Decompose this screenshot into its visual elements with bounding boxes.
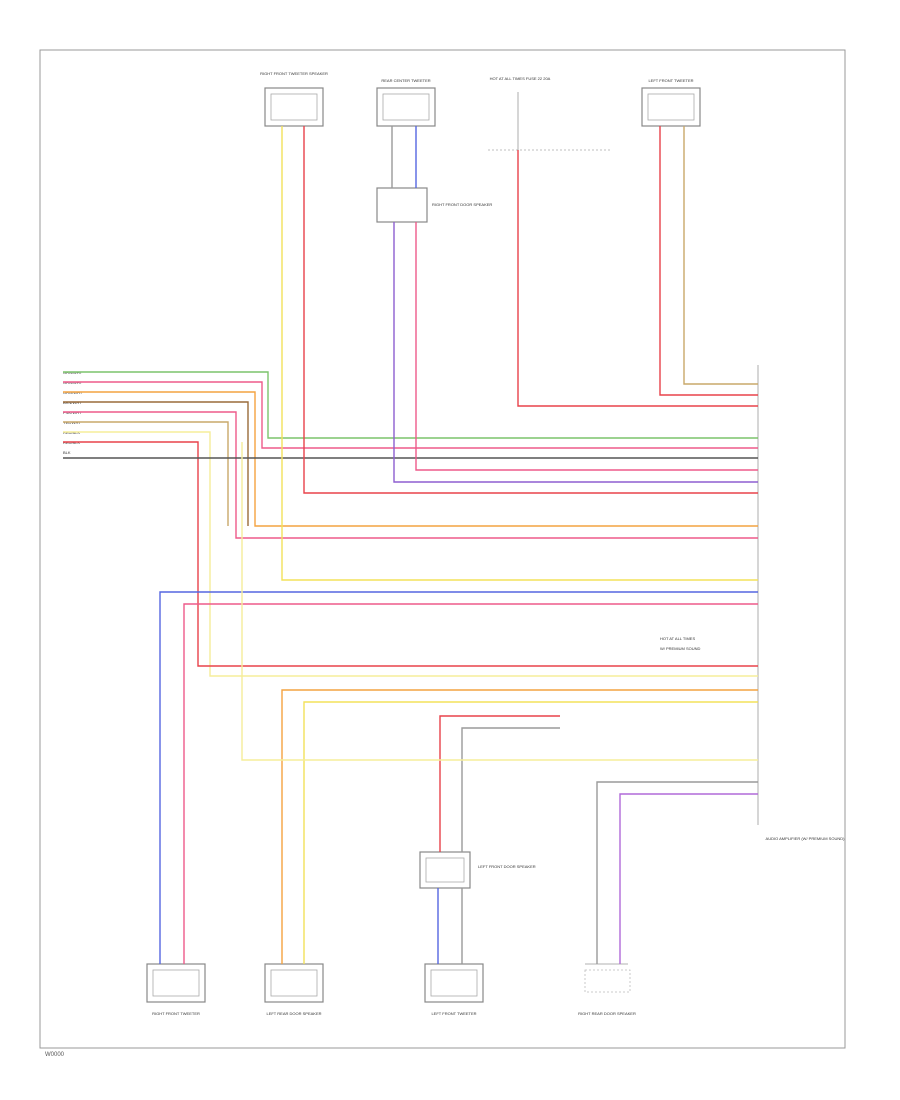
fuse-note: HOT AT ALL TIMES <box>660 636 695 641</box>
wires <box>63 126 758 964</box>
wire-brown-4 <box>63 401 249 526</box>
bottom-1-label: RIGHT FRONT TWEETER <box>152 1011 200 1016</box>
wire-pink-20 <box>183 603 758 964</box>
left-label-9: BLK <box>63 450 71 455</box>
top-4-label: HOT AT ALL TIMES FUSE 22 20A <box>490 76 551 81</box>
wire-lightyellow-7 <box>63 431 758 677</box>
wire-tan-6 <box>63 421 229 526</box>
wire-yellow-10 <box>281 126 758 581</box>
mid-speaker-label: LEFT FRONT DOOR SPEAKER <box>478 864 536 869</box>
bottom-component-1: RIGHT FRONT TWEETER <box>146 963 206 1016</box>
ground-note: W/ PREMIUM SOUND <box>660 646 701 651</box>
wire-gray-24 <box>461 727 560 852</box>
wire-yellow-22 <box>303 701 758 964</box>
bottom-4-label: RIGHT REAR DOOR SPEAKER <box>578 1011 636 1016</box>
top-component-1: RIGHT FRONT TWEETER SPEAKER <box>260 71 328 127</box>
top-component-5: LEFT FRONT TWEETER <box>641 78 701 127</box>
amplifier-connector: AUDIO AMPLIFIER (W/ PREMIUM SOUND) <box>757 365 846 841</box>
top-3-label: RIGHT FRONT DOOR SPEAKER <box>432 202 492 207</box>
diagram-border <box>39 49 846 1049</box>
wire-red-23 <box>439 715 560 852</box>
wire-orange-21 <box>281 689 758 964</box>
top-2-label: REAR CENTER TWEETER <box>381 78 430 83</box>
wire-pink-15 <box>415 222 758 471</box>
top-component-3: RIGHT FRONT DOOR SPEAKER <box>376 187 492 223</box>
top-component-2: REAR CENTER TWEETER <box>376 78 436 127</box>
top-5-label: LEFT FRONT TWEETER <box>648 78 693 83</box>
wire-violet-29 <box>619 793 758 964</box>
wire-gray-28 <box>596 781 758 964</box>
wire-red-17 <box>659 126 758 396</box>
wire-red-11 <box>303 126 758 494</box>
wire-green-1 <box>63 371 758 439</box>
bottom-component-4: RIGHT REAR DOOR SPEAKER <box>578 963 636 1016</box>
amplifier-label: AUDIO AMPLIFIER (W/ PREMIUM SOUND) <box>766 836 846 841</box>
mid-left-speaker: LEFT FRONT DOOR SPEAKER <box>419 851 536 889</box>
top-1-label: RIGHT FRONT TWEETER SPEAKER <box>260 71 328 76</box>
wire-red-16 <box>517 150 758 407</box>
bottom-component-3: LEFT FRONT TWEETER <box>424 963 484 1016</box>
wire-pink-5 <box>63 411 758 539</box>
diagram-code: W0000 <box>45 1052 65 1058</box>
wire-orange-3 <box>63 391 758 527</box>
wire-red-8 <box>63 441 758 667</box>
wire-pink-2 <box>63 381 758 449</box>
top-component-4: HOT AT ALL TIMES FUSE 22 20A <box>488 76 612 151</box>
bottom-3-label: LEFT FRONT TWEETER <box>431 1011 476 1016</box>
bottom-2-label: LEFT REAR DOOR SPEAKER <box>266 1011 321 1016</box>
wire-purple-14 <box>393 222 758 483</box>
wire-lightyellow-27 <box>241 442 758 761</box>
wire-blue-19 <box>159 591 758 964</box>
bottom-component-2: LEFT REAR DOOR SPEAKER <box>264 963 324 1016</box>
wire-tan-18 <box>683 126 758 385</box>
